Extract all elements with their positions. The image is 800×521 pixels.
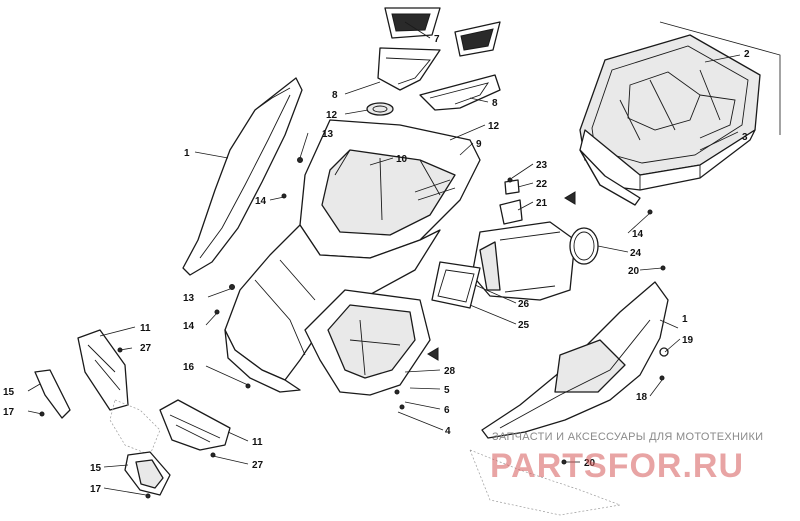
callout-4: 4 [445, 426, 451, 437]
callout-10: 10 [396, 154, 408, 165]
callout-labels: 1 1 2 3 4 5 6 7 8 8 9 10 11 11 12 12 13 … [3, 34, 750, 495]
callout-17: 17 [3, 407, 15, 418]
callout-20: 20 [584, 458, 596, 469]
callout-8: 8 [332, 90, 338, 101]
callout-6: 6 [444, 405, 450, 416]
airbox-assembly [579, 21, 781, 206]
callout-11: 11 [140, 323, 151, 334]
callout-12: 12 [488, 121, 500, 132]
callout-27: 27 [140, 343, 152, 354]
hardware [39, 157, 666, 499]
callout-22: 22 [536, 179, 548, 190]
callout-16: 16 [183, 362, 195, 373]
hood-assembly [224, 119, 481, 396]
callout-12: 12 [326, 110, 338, 121]
callout-13: 13 [322, 129, 334, 140]
callout-1: 1 [682, 314, 688, 325]
callout-3: 3 [742, 132, 748, 143]
callout-13: 13 [183, 293, 195, 304]
callout-24: 24 [630, 248, 642, 259]
callout-14: 14 [632, 229, 644, 240]
leader-lines [27, 21, 741, 496]
callout-28: 28 [444, 366, 456, 377]
callout-2: 2 [744, 49, 750, 60]
right-side-panel [469, 281, 669, 516]
callout-17: 17 [90, 484, 102, 495]
callout-14: 14 [255, 196, 267, 207]
callout-15: 15 [3, 387, 15, 398]
callout-25: 25 [518, 320, 530, 331]
callout-19: 19 [682, 335, 694, 346]
callout-15: 15 [90, 463, 102, 474]
lower-deflectors [34, 329, 231, 496]
watermark-logo: PARTSFOR.RU [490, 447, 744, 485]
watermark-caption: ЗАПЧАСТИ И АКСЕССУАРЫ ДЛЯ МОТОТЕХНИКИ [492, 431, 763, 443]
callout-9: 9 [476, 139, 482, 150]
callout-8: 8 [492, 98, 498, 109]
callout-5: 5 [444, 385, 450, 396]
top-vent-grilles [384, 7, 501, 57]
callout-1: 1 [184, 148, 190, 159]
callout-14: 14 [183, 321, 195, 332]
callout-7: 7 [434, 34, 440, 45]
watermark: ЗАПЧАСТИ И АКСЕССУАРЫ ДЛЯ МОТОТЕХНИКИ PA… [490, 431, 763, 485]
left-side-panel [182, 77, 303, 276]
callout-21: 21 [536, 198, 548, 209]
intake-duct [431, 179, 599, 309]
callout-23: 23 [536, 160, 548, 171]
callout-26: 26 [518, 299, 530, 310]
callout-27: 27 [252, 460, 264, 471]
callout-18: 18 [636, 392, 648, 403]
callout-20: 20 [628, 266, 640, 277]
callout-11: 11 [252, 437, 263, 448]
